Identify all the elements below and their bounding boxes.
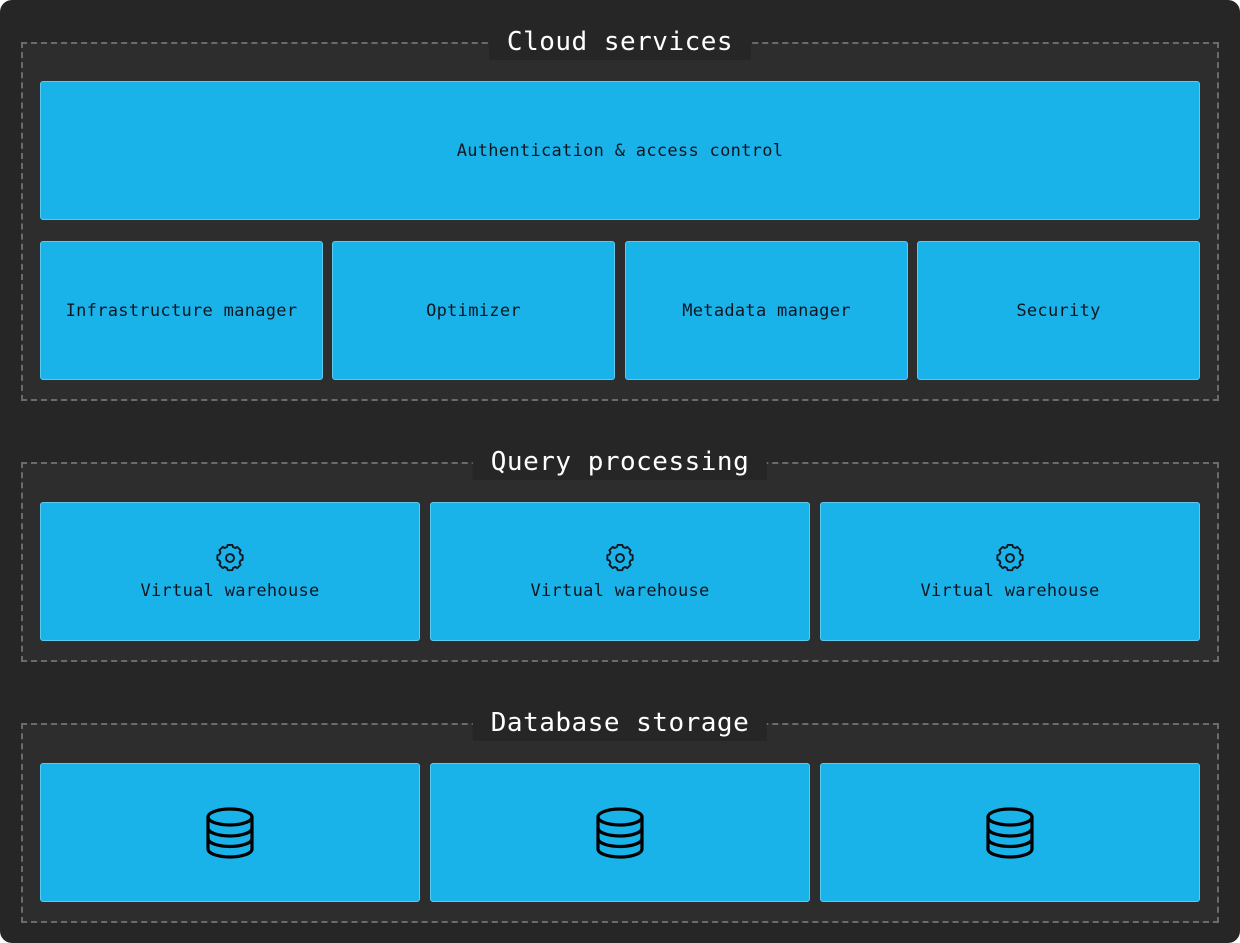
metadata-manager-box: Metadata manager [625,241,908,380]
box-label: Optimizer [426,300,521,321]
storage-box [430,763,810,902]
virtual-warehouse-box: Virtual warehouse [40,502,420,641]
virtual-warehouse-box: Virtual warehouse [430,502,810,641]
box-label: Authentication & access control [456,140,784,161]
box-label: Metadata manager [682,300,851,321]
storage-box [820,763,1200,902]
database-icon [986,806,1034,859]
section-title: Database storage [472,705,768,741]
gear-icon [606,543,634,571]
section-title: Query processing [472,444,768,480]
virtual-warehouse-box: Virtual warehouse [820,502,1200,641]
storage-box [40,763,420,902]
optimizer-box: Optimizer [332,241,615,380]
box-label: Security [1016,300,1101,321]
gear-icon [216,543,244,571]
box-label: Virtual warehouse [920,580,1100,601]
security-box: Security [917,241,1200,380]
infrastructure-manager-box: Infrastructure manager [40,241,323,380]
box-label: Infrastructure manager [65,300,298,321]
auth-access-control-box: Authentication & access control [40,81,1200,220]
box-label: Virtual warehouse [530,580,710,601]
database-icon [206,806,254,859]
gear-icon [996,543,1024,571]
database-icon [596,806,644,859]
box-label: Virtual warehouse [140,580,320,601]
section-title: Cloud services [488,24,752,60]
